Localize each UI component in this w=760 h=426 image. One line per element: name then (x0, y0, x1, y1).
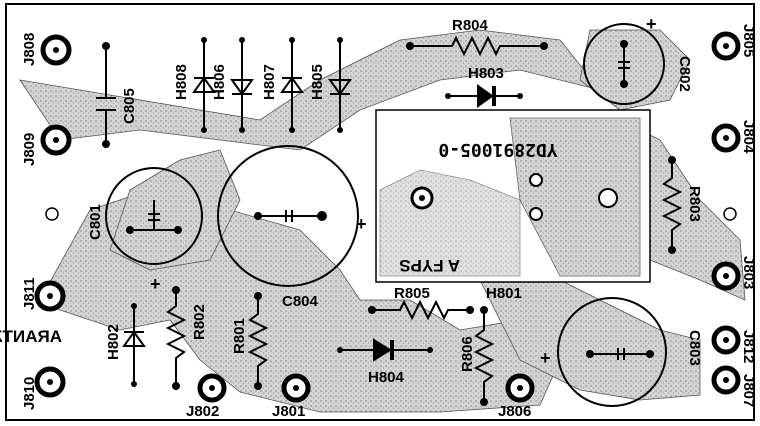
module-block: YD2891005-0 A FYPS (375, 109, 651, 283)
label-h804: H804 (368, 369, 405, 386)
label-j805: J805 (740, 24, 757, 57)
capacitor-leads (126, 40, 654, 358)
svg-text:+: + (150, 274, 161, 294)
mounting-hole (723, 207, 737, 221)
label-r803: R803 (686, 186, 703, 222)
label-r805: R805 (394, 285, 430, 302)
mounting-hole (598, 188, 618, 208)
label-h801: H801 (486, 285, 522, 302)
label-h803: H803 (468, 65, 504, 82)
label-j803: J803 (740, 256, 757, 289)
svg-text:+: + (646, 14, 657, 34)
label-r806: R806 (459, 336, 476, 372)
label-c805: C805 (121, 88, 138, 124)
label-h806: H806 (211, 64, 228, 100)
label-j801: J801 (272, 403, 305, 420)
label-j802: J802 (186, 403, 219, 420)
pad (529, 173, 543, 187)
jack-pads (34, 31, 741, 403)
label-j812: J812 (740, 330, 757, 363)
label-j804: J804 (740, 120, 757, 154)
diodes (122, 40, 520, 384)
label-c804: C804 (282, 293, 319, 310)
capacitor-bodies (105, 23, 667, 407)
resistors (165, 35, 683, 402)
label-j806: J806 (498, 403, 531, 420)
label-h807: H807 (261, 64, 278, 100)
label-j808: J808 (21, 33, 38, 66)
label-h802: H802 (105, 324, 122, 360)
part-number: YD2891005-0 (438, 139, 557, 160)
label-j811: J811 (21, 277, 38, 310)
label-c802: C802 (676, 56, 693, 92)
maker-mark: A FYPS (399, 256, 460, 275)
label-j810: J810 (21, 377, 38, 410)
svg-text:+: + (356, 214, 367, 234)
resistor-pads (172, 42, 676, 406)
svg-text:+: + (540, 348, 551, 368)
diode-pads (131, 37, 523, 387)
label-c803: C803 (686, 330, 703, 366)
label-j807: J807 (740, 374, 757, 407)
mounting-hole (45, 207, 59, 221)
polarity-signs: + + + + (150, 14, 657, 368)
label-h805: H805 (309, 64, 326, 100)
label-r804: R804 (452, 17, 489, 34)
label-c801: C801 (87, 204, 104, 240)
label-j809: J809 (21, 133, 38, 166)
jack-centers (47, 43, 729, 391)
label-h808: H808 (173, 64, 190, 100)
label-r802: R802 (191, 304, 208, 340)
label-r801: R801 (231, 318, 248, 354)
capacitor-c805 (96, 42, 116, 148)
pad (529, 207, 543, 221)
capacitor-symbols (148, 61, 630, 360)
brand-text: ARANTZ (0, 327, 62, 346)
